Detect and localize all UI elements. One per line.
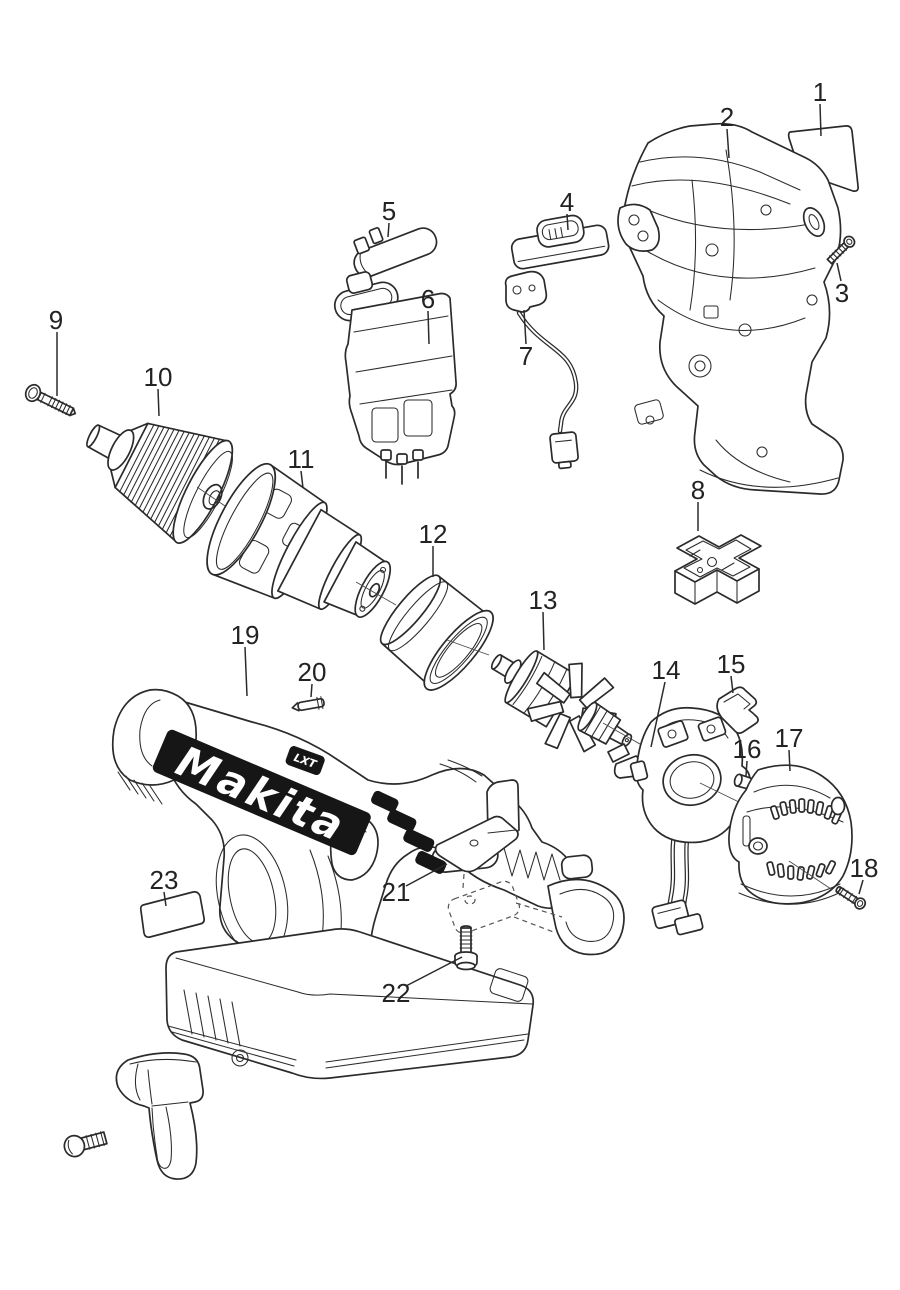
callout-leader-13 — [542, 611, 545, 651]
part-21-bracket-drawing — [434, 779, 563, 947]
callout-leader-19 — [244, 646, 248, 697]
part-22-screw-drawing — [454, 925, 478, 971]
part-number-16: 16 — [733, 734, 762, 764]
callout-leader-15 — [730, 675, 734, 694]
axis-line-cover-to-screw — [788, 860, 832, 890]
part-2-housing-half-drawing — [617, 122, 844, 495]
part-number-2: 2 — [720, 102, 734, 132]
part-18-screw-drawing — [835, 885, 867, 910]
callout-leader-4 — [566, 213, 569, 231]
callout-leader-3 — [836, 262, 842, 282]
part-6-switch-drawing — [333, 271, 457, 485]
part-14-end-bracket-drawing — [629, 706, 752, 936]
part-number-4: 4 — [560, 187, 574, 217]
callout-leader-17 — [788, 749, 791, 772]
callout-leader-22 — [405, 956, 463, 987]
part-number-11: 11 — [288, 444, 315, 474]
part-number-18: 18 — [850, 853, 879, 883]
part-number-8: 8 — [691, 475, 705, 505]
part-13-armature-drawing — [490, 650, 633, 753]
part-11-gear-assembly-drawing — [206, 462, 392, 618]
callout-leader-7 — [523, 309, 527, 345]
callout-leader-21 — [405, 863, 448, 887]
part-number-12: 12 — [419, 519, 448, 549]
part-number-15: 15 — [717, 649, 746, 679]
callout-leader-20 — [310, 683, 313, 698]
callout-leader-2 — [726, 128, 730, 159]
part-7-lamp-wire-drawing — [504, 270, 579, 470]
callout-leader-23 — [163, 891, 167, 907]
callout-leader-11 — [300, 470, 304, 489]
part-15-clip-drawing — [716, 686, 759, 734]
part-number-14: 14 — [652, 655, 681, 685]
part-12-sleeve-drawing — [379, 574, 494, 691]
callout-leader-1 — [819, 103, 822, 137]
part-10-chuck-drawing — [86, 422, 234, 544]
callout-leader-16 — [745, 760, 748, 777]
part-4-slide-button-drawing — [510, 214, 610, 270]
part-17-rear-cover-drawing — [728, 764, 853, 905]
part-5-trigger-drawing — [353, 227, 438, 319]
axis-line-ring-face — [446, 639, 490, 656]
part-19-main-body-drawing: Makita LXT — [111, 688, 625, 1080]
callout-leader-5 — [387, 222, 390, 238]
part-9-screw-drawing — [24, 383, 77, 417]
part-number-10: 10 — [144, 362, 173, 392]
part-number-3: 3 — [835, 278, 849, 308]
part-23-label-drawing — [139, 890, 206, 939]
part-number-7: 7 — [519, 341, 533, 371]
part-number-13: 13 — [529, 585, 558, 615]
part-20-pin-drawing — [291, 696, 325, 712]
part-1-nameplate-drawing — [787, 125, 859, 192]
axis-line-gear-to-ring — [355, 581, 397, 606]
callout-leader-18 — [858, 879, 864, 895]
part-number-19: 19 — [231, 620, 260, 650]
part-number-17: 17 — [775, 723, 804, 753]
callout-leader-14 — [650, 681, 666, 748]
part-number-22: 22 — [382, 978, 411, 1008]
callout-leader-6 — [427, 310, 430, 345]
belt-clip-screw-drawing — [63, 1131, 108, 1158]
part-number-6: 6 — [421, 284, 435, 314]
axis-line-chuck-to-gear — [196, 486, 229, 509]
part-number-23: 23 — [150, 865, 179, 895]
part-number-20: 20 — [298, 657, 327, 687]
callout-leader-10 — [157, 388, 160, 417]
part-3-screw-drawing — [826, 235, 856, 265]
part-number-5: 5 — [382, 196, 396, 226]
part-number-21: 21 — [382, 877, 411, 907]
part-number-1: 1 — [813, 77, 827, 107]
part-8-terminal-block-drawing — [674, 534, 762, 605]
lxt-badge: LXT — [285, 746, 325, 775]
part-number-9: 9 — [49, 305, 63, 335]
belt-clip-drawing — [115, 1052, 204, 1180]
